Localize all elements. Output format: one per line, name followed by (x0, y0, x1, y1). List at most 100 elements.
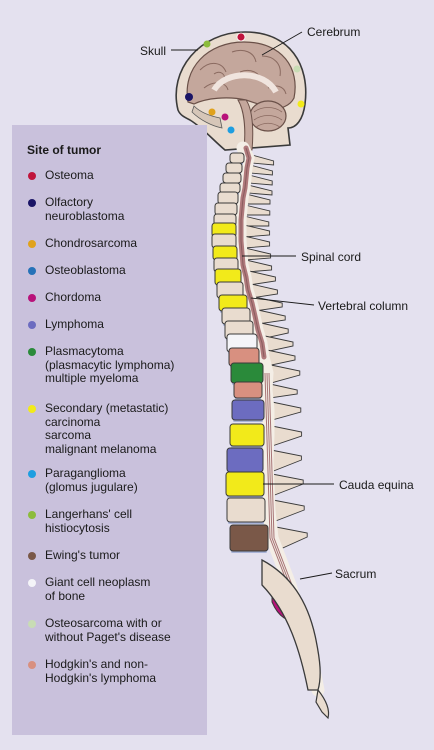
label-spinal-cord: Spinal cord (301, 250, 362, 264)
vertebral-body (229, 524, 269, 552)
legend-text: Chordoma (45, 290, 205, 305)
label-cauda-equina: Cauda equina (339, 478, 414, 492)
legend-dot (28, 172, 36, 180)
legend-text-line: carcinoma (45, 414, 101, 429)
spinous-process (264, 335, 294, 353)
label-vertebral-column: Vertebral column (318, 299, 409, 313)
sacrum (261, 558, 321, 691)
legend-text-line: Hodgkin's lymphoma (45, 670, 157, 685)
vertebral-body (233, 381, 263, 399)
corpus-callosum (211, 72, 279, 94)
legend-text-line: Secondary (metastatic) (45, 401, 169, 415)
spinous-process (271, 473, 304, 497)
legend-text-line: Langerhans' cell (45, 507, 133, 521)
spinous-process (269, 383, 298, 399)
legend-dot (28, 199, 36, 207)
vertebral-body (229, 423, 265, 447)
legend-dot (28, 661, 36, 669)
legend-text-line: (glomus jugulare) (45, 479, 138, 494)
legend-text: Hodgkin's and non-Hodgkin's lymphoma (45, 657, 205, 685)
legend-text-line: neuroblastoma (45, 208, 125, 223)
legend-text: Chondrosarcoma (45, 236, 205, 251)
cerebellum (249, 100, 287, 132)
legend-dot (28, 267, 36, 275)
spinous-process (272, 499, 305, 523)
legend-text-line: Osteoblastoma (45, 263, 126, 277)
legend-dot (28, 405, 36, 413)
legend-text-line: malignant melanoma (45, 441, 157, 456)
vertebral-body (226, 447, 264, 473)
legend-text-line: Ewing's tumor (45, 548, 120, 562)
legend-text-line: Osteosarcoma with or (45, 616, 162, 630)
legend-text-line: Chondrosarcoma (45, 236, 138, 250)
legend-text: Lymphoma (45, 317, 205, 332)
vertebral-body (214, 202, 238, 216)
spinous-process (270, 364, 301, 384)
spinous-process (249, 164, 273, 176)
brainstem (237, 99, 254, 151)
spinous-process (243, 215, 270, 227)
spinous-process (247, 184, 273, 196)
coccyx (315, 688, 330, 720)
vertebral-body (225, 471, 265, 497)
legend-text-line: Olfactory (45, 195, 94, 209)
spinous-process (271, 401, 302, 421)
legend-text-line: sarcoma (45, 428, 92, 442)
vertebral-body (229, 152, 245, 164)
dot-chordoma (221, 113, 229, 121)
spinous-process (248, 174, 273, 186)
legend-text-line: Plasmacytoma (45, 344, 124, 358)
vertebral-body (222, 172, 242, 184)
legend-dot (28, 348, 36, 356)
legend-text-line: Hodgkin's and non- (45, 657, 149, 671)
legend-text: Osteoma (45, 168, 205, 183)
legend-dot (28, 240, 36, 248)
spinous-process (243, 224, 271, 238)
label-cerebrum: Cerebrum (307, 25, 361, 39)
legend-text-line: without Paget's disease (45, 629, 171, 644)
vertebral-body (230, 362, 264, 384)
label-skull: Skull (140, 44, 167, 58)
dot-olfactory (185, 93, 193, 101)
legend-text-line: multiple myeloma (45, 371, 139, 385)
legend-text-line: (plasmacytic lymphoma) (45, 357, 175, 372)
legend-title: Site of tumor (27, 143, 101, 157)
legend-dot (28, 321, 36, 329)
legend-text: Paraganglioma(glomus jugulare) (45, 466, 205, 494)
legend-text-line: Giant cell neoplasm (45, 575, 151, 589)
legend-dot (28, 511, 36, 519)
legend-dot (28, 620, 36, 628)
legend-text-line: histiocytosis (45, 520, 110, 535)
leader-lines (171, 31, 334, 580)
label-sacrum: Sacrum (335, 567, 377, 581)
legend-text: Ewing's tumor (45, 548, 205, 563)
vertebral-body (217, 191, 239, 205)
spinal-cord-edge (240, 147, 265, 358)
legend-text-line: of bone (45, 588, 86, 603)
dot-osteoma-skull (236, 32, 246, 42)
legend-dot (28, 552, 36, 560)
legend-text: Osteoblastoma (45, 263, 205, 278)
vertebral-body (231, 399, 265, 421)
legend-text: Plasmacytoma(plasmacytic lymphoma)multip… (45, 344, 205, 386)
dot-chondrosarcoma (208, 108, 216, 116)
spinous-process (248, 270, 276, 286)
spinous-process (251, 154, 275, 166)
spinous-process (243, 235, 271, 249)
dot-paraganglioma (227, 126, 235, 134)
spinous-process (270, 449, 302, 473)
spinous-process (244, 247, 272, 261)
vertebral-bodies (211, 152, 301, 622)
vertebral-body (225, 162, 243, 174)
sinus-region (191, 105, 223, 129)
legend-text-line: Lymphoma (45, 317, 104, 331)
dot-langerhans-skull (203, 40, 211, 48)
dot-osteosarcoma-skull (293, 65, 301, 73)
legend-text-line: Chordoma (45, 290, 102, 304)
